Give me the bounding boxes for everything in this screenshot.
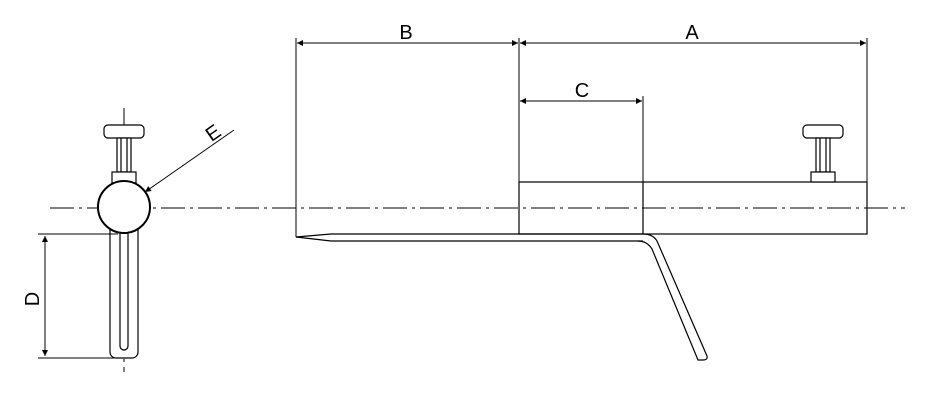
front-bent-rod bbox=[519, 233, 708, 361]
side-knob-stem bbox=[116, 137, 132, 173]
label-c: C bbox=[575, 80, 589, 102]
label-b: B bbox=[399, 22, 412, 44]
side-circle bbox=[97, 180, 151, 234]
extension-lines bbox=[295, 38, 868, 237]
side-view bbox=[97, 108, 151, 372]
dimension-d bbox=[38, 233, 118, 359]
side-knob bbox=[103, 124, 145, 139]
e-leader bbox=[144, 129, 235, 193]
front-nut bbox=[810, 171, 836, 183]
front-view bbox=[295, 124, 868, 361]
label-d: D bbox=[22, 292, 44, 306]
label-e: E bbox=[202, 121, 226, 147]
front-knob-stem bbox=[815, 137, 831, 173]
front-knob bbox=[802, 124, 844, 139]
front-needle bbox=[295, 233, 519, 238]
label-a: A bbox=[685, 22, 699, 44]
side-tube-slot bbox=[119, 229, 129, 351]
